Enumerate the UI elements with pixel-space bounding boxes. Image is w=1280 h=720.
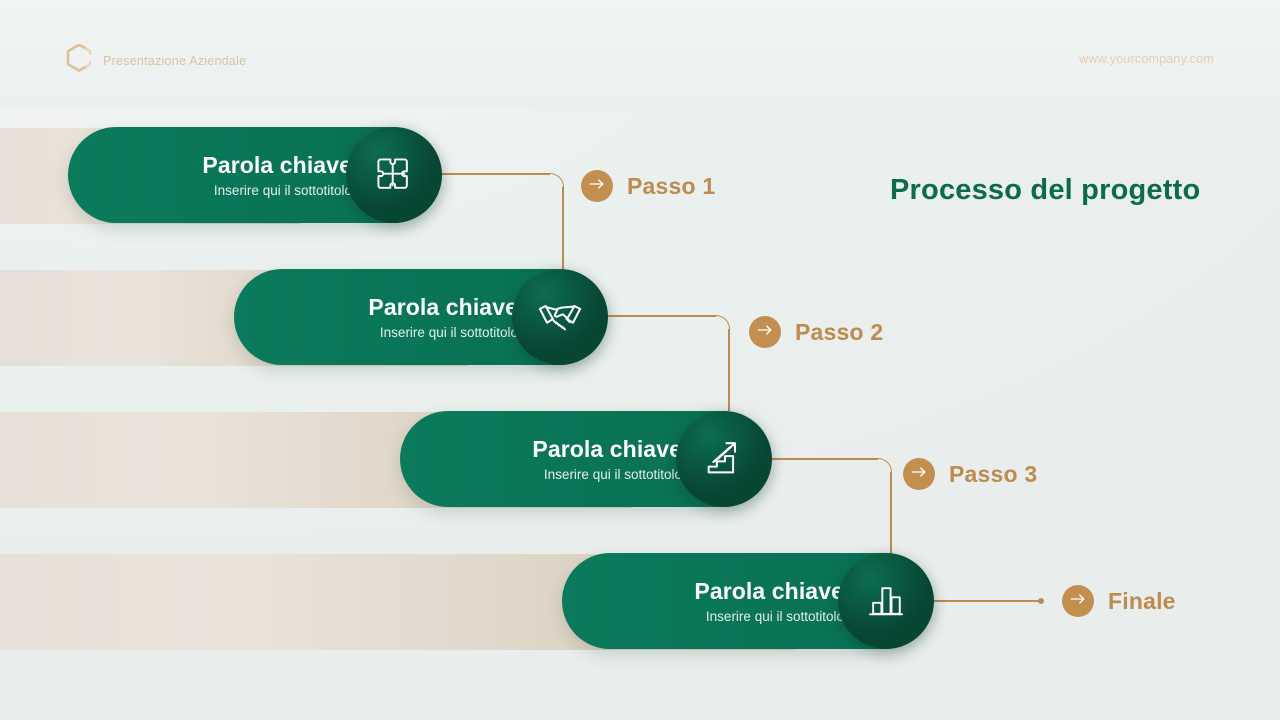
step-1-label: Passo 1 [627,172,716,199]
process-card-1[interactable]: Parola chiave Inserire qui il sottotitol… [68,127,442,223]
hexagon-c-logo-icon [66,43,92,77]
process-card-4-text: Parola chiave Inserire qui il sottotitol… [562,578,932,624]
connector-2-horizontal [606,315,716,317]
process-card-3[interactable]: Parola chiave Inserire qui il sottotitol… [400,411,772,507]
step-2-label: Passo 2 [795,318,884,345]
brand[interactable]: Presentazione Aziendale [66,43,247,77]
bar-chart-icon [864,579,908,623]
site-url[interactable]: www.yourcompany.com [1079,52,1214,66]
connector-3-corner [876,458,892,474]
step-chip-4[interactable]: Finale [1062,585,1176,617]
process-card-4-title: Parola chiave [694,577,844,604]
connector-4-horizontal [930,600,1042,602]
step-chip-3[interactable]: Passo 3 [903,458,1037,490]
process-card-3-title: Parola chiave [532,435,682,462]
step-chip-2[interactable]: Passo 2 [749,316,883,348]
arrow-right-icon [911,465,927,484]
connector-1-vertical [562,187,564,269]
connector-1-horizontal [440,173,550,175]
process-card-1-icon-badge[interactable] [346,127,442,223]
connector-1-corner [548,173,564,189]
process-card-1-title: Parola chiave [202,151,352,178]
stairs-growth-arrow-icon [701,436,747,482]
connector-2-corner [714,315,730,331]
process-card-2[interactable]: Parola chiave Inserire qui il sottotitol… [234,269,608,365]
process-card-4-icon-badge[interactable] [838,553,934,649]
process-card-2-subtitle: Inserire qui il sottotitolo [379,325,518,341]
process-card-3-text: Parola chiave Inserire qui il sottotitol… [400,436,770,482]
process-card-3-subtitle: Inserire qui il sottotitolo [543,467,682,483]
step-1-arrow-circle[interactable] [581,170,613,202]
connector-2-vertical [728,329,730,411]
process-card-1-text: Parola chiave Inserire qui il sottotitol… [68,152,440,198]
arrow-right-icon [1070,592,1086,611]
connector-3-horizontal [768,458,878,460]
step-4-arrow-circle[interactable] [1062,585,1094,617]
step-3-label: Passo 3 [949,460,1038,487]
header: Presentazione Aziendale www.yourcompany.… [0,0,1280,108]
process-card-1-subtitle: Inserire qui il sottotitolo [213,183,352,199]
puzzle-piece-icon [372,153,416,197]
connector-3-vertical [890,472,892,554]
process-card-4[interactable]: Parola chiave Inserire qui il sottotitol… [562,553,934,649]
process-card-2-icon-badge[interactable] [512,269,608,365]
process-card-3-icon-badge[interactable] [676,411,772,507]
handshake-icon [537,294,583,340]
step-3-arrow-circle[interactable] [903,458,935,490]
step-chip-1[interactable]: Passo 1 [581,170,715,202]
process-card-2-text: Parola chiave Inserire qui il sottotitol… [234,294,606,340]
page-title: Processo del progetto [890,174,1201,206]
arrow-right-icon [757,323,773,342]
step-2-arrow-circle[interactable] [749,316,781,348]
process-card-4-subtitle: Inserire qui il sottotitolo [705,609,844,625]
background-wash-bottom [0,658,1280,720]
arrow-right-icon [589,177,605,196]
process-card-2-title: Parola chiave [368,293,518,320]
step-4-label: Finale [1108,587,1176,614]
brand-name: Presentazione Aziendale [103,53,247,68]
connector-4-endpoint-dot [1038,598,1044,604]
